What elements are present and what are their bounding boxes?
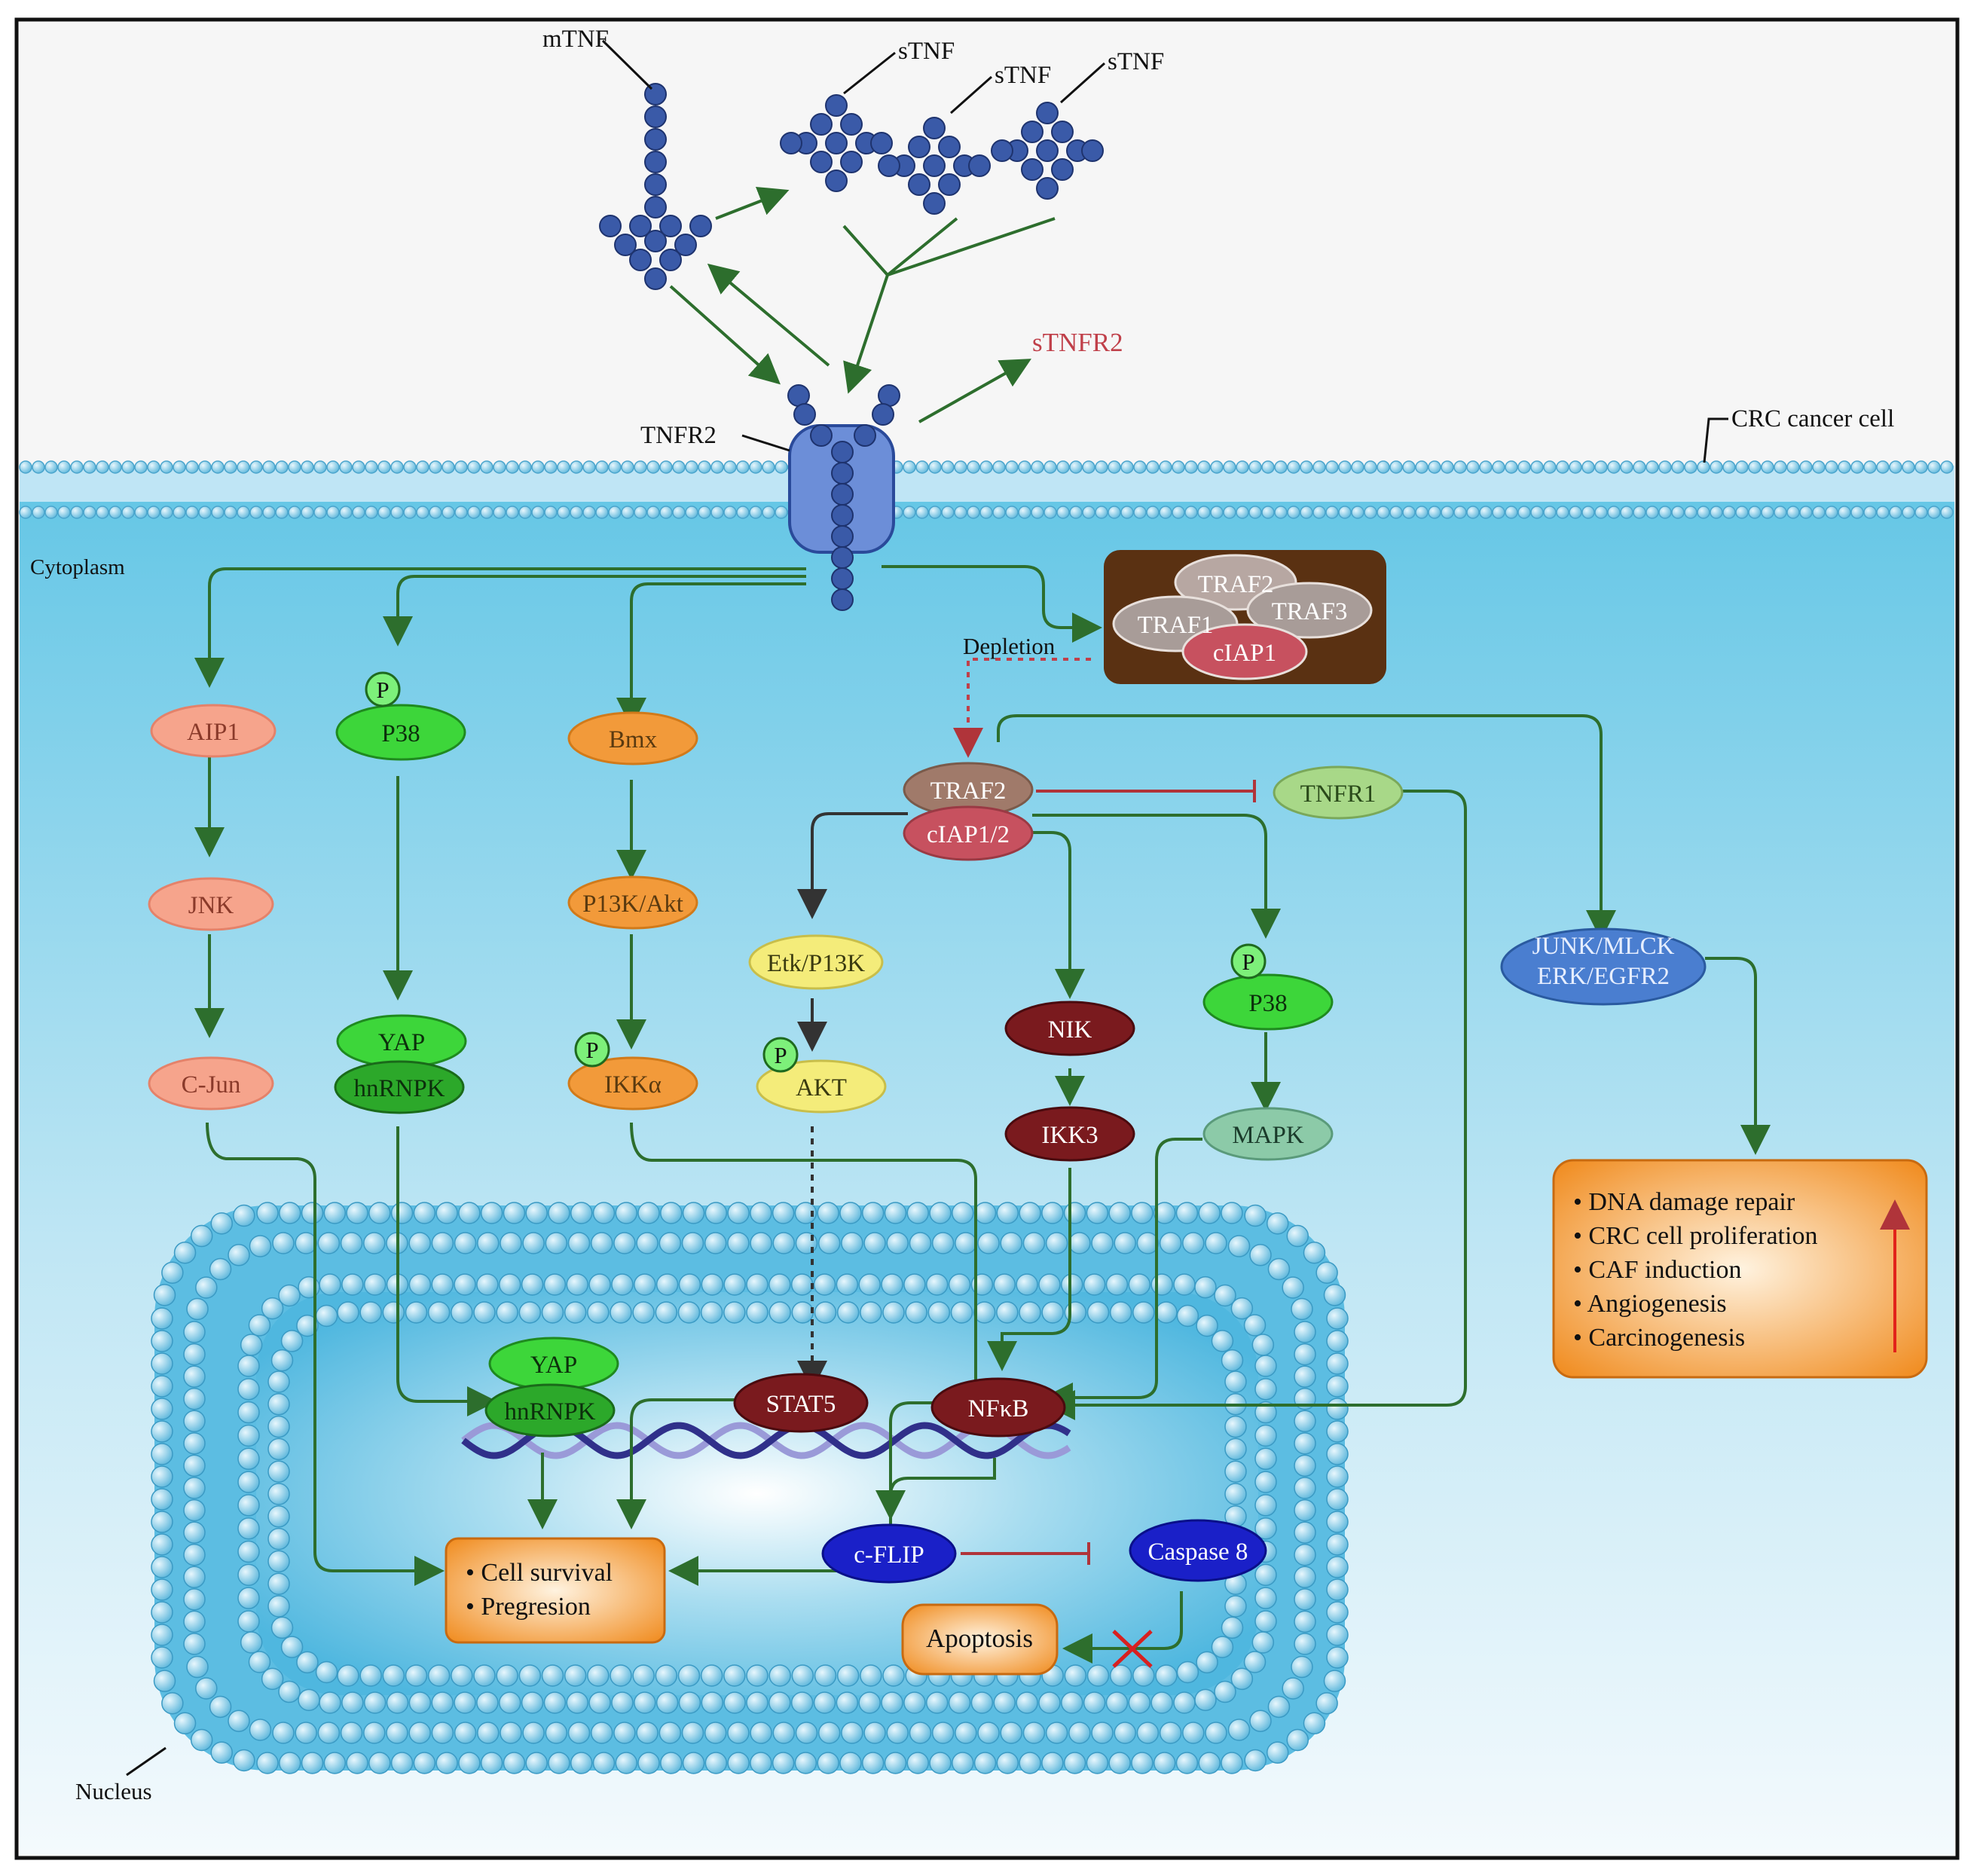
plasma-membrane [19, 460, 1954, 519]
tnfr2-receptor [787, 384, 900, 611]
p38-right-node-label: P38 [1248, 990, 1287, 1017]
ikk3-node-label: IKK3 [1041, 1122, 1098, 1149]
cjun-node: C-Jun [148, 1056, 274, 1111]
leader-nucleus [126, 1746, 167, 1777]
ciap12-node: cIAP1/2 [903, 805, 1034, 861]
apoptosis-box: Apoptosis [901, 1603, 1059, 1676]
yap-cyto-node: YAP [336, 1014, 467, 1068]
survival-item: • Cell survival [466, 1559, 613, 1587]
leader-stnf-1 [843, 51, 896, 95]
nik-node-label: NIK [1048, 1016, 1092, 1043]
junk-mlck-node: JUNK/MLCK ERK/EGFR2 [1500, 927, 1707, 1006]
depletion-label: Depletion [963, 633, 1056, 659]
tnf-ligands [599, 83, 1104, 290]
svg-text:P: P [585, 1037, 598, 1063]
ciap1-label: cIAP1 [1213, 640, 1276, 667]
hnrnpk-cyto-node: hnRNPK [334, 1060, 465, 1114]
yap-nuc-node-label: YAP [530, 1352, 577, 1379]
ikka-node-label: IKKα [604, 1071, 662, 1098]
leader-stnf-2 [950, 75, 992, 115]
mtnf-label: mTNF [542, 26, 609, 53]
nuclear-membrane [151, 1202, 1349, 1774]
ikk3-node: IKK3 [1004, 1106, 1135, 1162]
aip1-node: AIP1 [150, 704, 277, 758]
mapk-node: MAPK [1202, 1107, 1334, 1161]
akt-node: AKT [756, 1059, 887, 1114]
pi3k-akt-node: P13K/Akt [567, 875, 698, 930]
svg-text:P: P [1242, 949, 1254, 975]
p38-left-node: P38 [335, 704, 466, 761]
nik-node: NIK [1004, 1001, 1135, 1056]
outcome-item: • DNA damage repair [1573, 1188, 1795, 1216]
traf-complex: TRAF2 TRAF1 TRAF3 cIAP1 [1104, 550, 1386, 684]
p38-right-node: P38 [1202, 973, 1334, 1031]
nfkb-node-label: NFκB [968, 1395, 1029, 1422]
akt-phospho: P [762, 1037, 799, 1073]
survival-item: • Pregresion [466, 1593, 591, 1621]
traf1-label: TRAF1 [1138, 612, 1214, 639]
traf3-label: TRAF3 [1272, 598, 1348, 625]
stnf-label-1: sTNF [898, 38, 955, 65]
leader-crc-cell [1703, 417, 1728, 463]
cflip-node-label: c-FLIP [854, 1541, 924, 1569]
hnrnpk-nuc-node: hnRNPK [484, 1383, 616, 1438]
stnf-label-3: sTNF [1108, 48, 1164, 75]
crc-cancer-cell-label: CRC cancer cell [1731, 405, 1894, 432]
stnfr2-label: sTNFR2 [1032, 328, 1123, 357]
akt-node-label: AKT [796, 1074, 847, 1101]
hnrnpk-cyto-node-label: hnRNPK [353, 1075, 445, 1102]
etk-pi3k-node: Etk/P13K [748, 934, 884, 990]
caspase8-node-label: Caspase 8 [1148, 1538, 1248, 1566]
erk-egfr2-label: ERK/EGFR2 [1537, 963, 1670, 990]
cytoplasm-label: Cytoplasm [30, 555, 125, 579]
pi3k-akt-node-label: P13K/Akt [582, 891, 683, 918]
stnf-label-2: sTNF [995, 62, 1051, 89]
stat5-node-label: STAT5 [766, 1391, 836, 1418]
leader-tnfr2 [741, 434, 790, 452]
p38-left-phospho: P [365, 671, 401, 707]
p38-right-phospho: P [1230, 943, 1267, 979]
outcome-item: • CRC cell proliferation [1573, 1222, 1817, 1250]
svg-text:P: P [376, 677, 389, 703]
outcome-item: • CAF induction [1573, 1256, 1741, 1284]
cjun-node-label: C-Jun [182, 1071, 241, 1098]
yap-cyto-node-label: YAP [378, 1029, 425, 1056]
leader-mtnf [601, 39, 653, 90]
traf2-node-label: TRAF2 [930, 778, 1007, 805]
ikka-node: IKKα [567, 1056, 698, 1111]
ciap12-node-label: cIAP1/2 [927, 821, 1010, 848]
yap-nuc-node: YAP [488, 1337, 619, 1391]
tnfr1-node: TNFR1 [1273, 765, 1404, 820]
outcome-item: • Angiogenesis [1573, 1290, 1727, 1318]
tnfr1-node-label: TNFR1 [1300, 781, 1377, 808]
outcome-item: • Carcinogenesis [1573, 1324, 1745, 1352]
mapk-node-label: MAPK [1232, 1122, 1304, 1149]
svg-text:P: P [774, 1042, 787, 1068]
hnrnpk-nuc-node-label: hnRNPK [504, 1398, 595, 1425]
cflip-node: c-FLIP [821, 1523, 957, 1584]
leader-stnf-3 [1059, 62, 1106, 104]
p38-left-node-label: P38 [381, 720, 420, 747]
nucleus-inner [256, 1292, 1258, 1695]
nfkb-node: NFκB [930, 1377, 1066, 1438]
outcome-box: • DNA damage repair • CRC cell proliferat… [1552, 1159, 1928, 1379]
jnk-node-label: JNK [188, 892, 234, 919]
apoptosis-label: Apoptosis [926, 1624, 1033, 1653]
etk-pi3k-node-label: Etk/P13K [767, 950, 865, 977]
stat5-node: STAT5 [733, 1373, 869, 1433]
survival-box: • Cell survival • Pregresion [445, 1537, 666, 1644]
bmx-node-label: Bmx [609, 726, 658, 753]
bmx-node: Bmx [567, 711, 698, 765]
nucleus-label: Nucleus [75, 1778, 152, 1804]
junk-mlck-label: JUNK/MLCK [1532, 933, 1675, 960]
tnfr2-label: TNFR2 [640, 422, 717, 449]
jnk-node: JNK [148, 877, 274, 931]
caspase8-node: Caspase 8 [1129, 1519, 1267, 1582]
aip1-node-label: AIP1 [187, 719, 240, 746]
traf2-cluster-label: TRAF2 [1198, 571, 1274, 598]
ikka-phospho: P [574, 1031, 610, 1068]
